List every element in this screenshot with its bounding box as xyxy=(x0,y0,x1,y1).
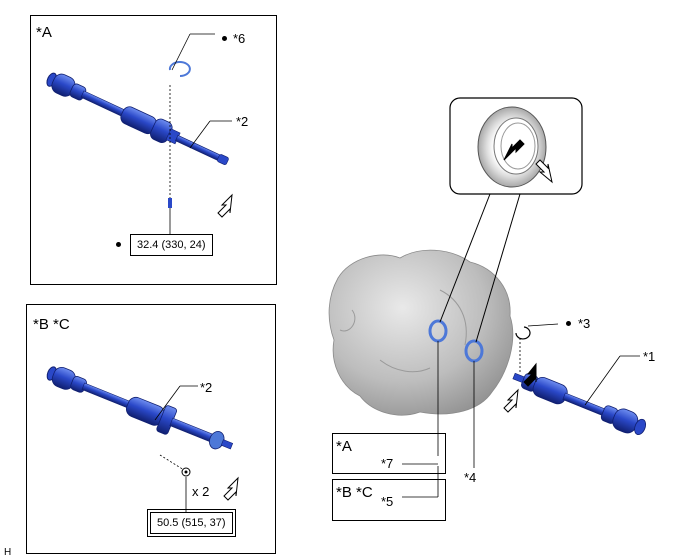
callout-line-2 xyxy=(475,193,521,343)
legend-box-bc xyxy=(332,479,446,521)
panel-bc-label-2: *2 xyxy=(200,380,213,395)
main-insert-arrow-icon xyxy=(503,388,519,413)
dashed-axis-bc xyxy=(159,454,185,471)
main-label-1: *1 xyxy=(643,349,656,364)
panel-a-label-6: *6 xyxy=(233,31,246,46)
leader-a-2 xyxy=(189,120,211,149)
leader-bc-2 xyxy=(154,385,181,421)
panel-bc-insert-arrow-icon xyxy=(223,476,239,501)
main-label-3: *3 xyxy=(578,316,591,331)
main-circlip xyxy=(515,326,531,340)
panel-a-torque-spec: 32.4 (330, 24) xyxy=(130,234,213,256)
panel-bc-bolt-icon xyxy=(181,467,191,477)
transaxle-housing xyxy=(328,249,514,416)
figure-code: H xyxy=(4,547,12,558)
panel-bc-torque-spec: 50.5 (515, 37) xyxy=(147,509,236,537)
main-black-arrow-icon xyxy=(523,362,537,387)
legend-box-a xyxy=(332,433,446,474)
housing-detail-1 xyxy=(339,309,356,332)
legend-bc-item: *5 xyxy=(381,494,394,509)
leader-3 xyxy=(527,323,559,327)
seal-white-arrow-icon xyxy=(535,159,553,184)
seal-black-arrow-icon xyxy=(503,139,525,161)
main-bullet-3 xyxy=(566,321,571,326)
panel-a-circlip xyxy=(168,61,191,77)
housing-detail-2 xyxy=(439,289,467,346)
panel-bc-drive-shaft xyxy=(46,366,234,450)
legend-a-title: *A xyxy=(336,438,352,455)
panel-a-bolt xyxy=(168,198,172,208)
panel-a-insert-arrow-icon xyxy=(217,193,233,218)
legend-bc-title: *B *C xyxy=(336,484,373,501)
panel-a-drive-shaft xyxy=(46,72,229,165)
main-drive-shaft xyxy=(512,372,647,435)
leader-a-6 xyxy=(171,33,191,71)
panel-bc-bolt-qty: x 2 xyxy=(192,484,210,499)
panel-a-label-2: *2 xyxy=(236,114,249,129)
panel-a-bullet-6 xyxy=(222,36,227,41)
legend-a-item: *7 xyxy=(381,456,394,471)
panel-a-title: *A xyxy=(36,24,52,41)
panel-bc-title: *B *C xyxy=(33,316,70,333)
panel-a-bullet-torque xyxy=(116,242,121,247)
main-label-4: *4 xyxy=(464,470,477,485)
housing-detail-3 xyxy=(379,359,431,373)
callout-line-1 xyxy=(439,193,491,323)
leader-1 xyxy=(584,355,621,406)
